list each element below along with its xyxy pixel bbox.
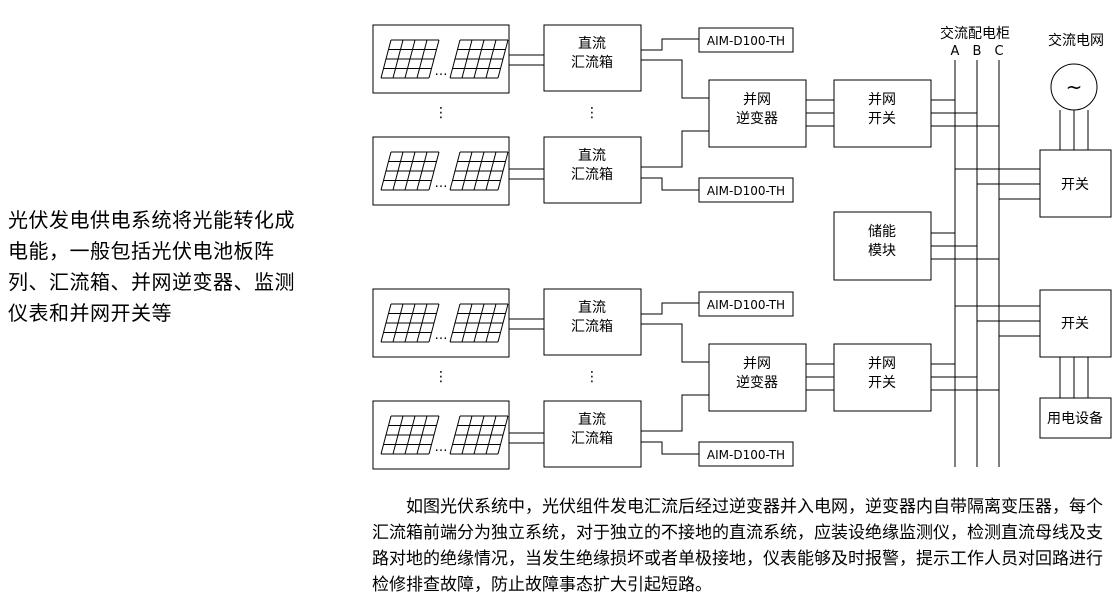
- grid-switch-label-line2: 开关: [868, 375, 896, 391]
- insulation-monitor-box: [698, 27, 794, 53]
- solar-panel-gridline: [428, 415, 440, 455]
- solar-panel-gridline: [428, 39, 440, 79]
- load-device-label: 用电设备: [1047, 410, 1103, 427]
- phase-label-c: C: [994, 44, 1003, 59]
- solar-panel-gridline: [416, 151, 428, 191]
- wire: [641, 38, 699, 51]
- solar-panel-gridline: [428, 151, 440, 191]
- insulation-monitor-label: AIM-D100-TH: [707, 34, 785, 48]
- caption: 如图光伏系统中，光伏组件发电汇流后经过逆变器并入电网，逆变器内自带隔离变压器，每…: [372, 494, 1114, 598]
- solar-panel-gridline: [473, 415, 485, 455]
- caption-text: 如图光伏系统中，光伏组件发电汇流后经过逆变器并入电网，逆变器内自带隔离变压器，每…: [372, 497, 1103, 595]
- grid-inverter-label-line1: 并网: [743, 356, 771, 372]
- grid-switch-label-line2: 开关: [868, 111, 896, 127]
- solar-panel-gridline: [497, 151, 509, 191]
- dc-combiner-box: [543, 24, 642, 92]
- ac-grid-symbol: ~: [1066, 75, 1083, 99]
- vertical-ellipsis: ⋮: [434, 369, 448, 385]
- vertical-ellipsis: ⋮: [585, 105, 599, 121]
- solar-panel-gridline: [485, 39, 497, 79]
- switch-label-bottom: 开关: [1061, 316, 1089, 332]
- solar-panel-gridline: [473, 151, 485, 191]
- wire: [641, 323, 709, 363]
- solar-panel-gridline: [485, 303, 497, 343]
- solar-panel-gridline: [485, 151, 497, 191]
- wire: [641, 130, 709, 168]
- vertical-ellipsis: ⋮: [434, 105, 448, 121]
- wire: [641, 441, 699, 455]
- switch-box-top: [1039, 149, 1112, 218]
- grid-switch-label-line1: 并网: [868, 356, 896, 372]
- solar-panel-gridline: [497, 415, 509, 455]
- wire: [641, 394, 709, 432]
- grid-switch-box: [833, 79, 932, 148]
- insulation-monitor-box: [698, 177, 794, 203]
- solar-panel-gridline: [497, 39, 509, 79]
- solar-panel-gridline: [416, 39, 428, 79]
- load-device-box: [1039, 397, 1112, 439]
- insulation-monitor-label: AIM-D100-TH: [707, 298, 785, 312]
- storage-module-box: [833, 211, 932, 281]
- solar-panel-gridline: [416, 303, 428, 343]
- switch-box-bottom: [1039, 289, 1112, 358]
- grid-inverter-label-line2: 逆变器: [736, 375, 778, 391]
- dc-combiner-label-line2: 汇流箱: [571, 167, 613, 183]
- storage-module-label-line1: 储能: [868, 224, 896, 240]
- solar-panel-gridline: [497, 303, 509, 343]
- solar-panel-gridline: [404, 151, 416, 191]
- insulation-monitor-label: AIM-D100-TH: [707, 448, 785, 462]
- pv-array-ellipsis: …: [435, 176, 448, 191]
- ac-grid-label: 交流电网: [1048, 32, 1104, 49]
- dc-combiner-label-line2: 汇流箱: [571, 319, 613, 335]
- vertical-ellipsis: ⋮: [585, 369, 599, 385]
- pv-system-diagram: ……直流汇流箱直流汇流箱⋮⋮AIM-D100-THAIM-D100-TH并网逆变…: [372, 24, 1112, 470]
- grid-inverter-box: [708, 343, 807, 412]
- pv-array-ellipsis: …: [435, 440, 448, 455]
- solar-panel-gridline: [404, 303, 416, 343]
- solar-panel-gridline: [473, 303, 485, 343]
- dc-combiner-box: [543, 136, 642, 204]
- solar-panel-gridline: [416, 415, 428, 455]
- solar-panel-gridline: [404, 415, 416, 455]
- wire: [641, 177, 699, 191]
- phase-label-b: B: [973, 44, 982, 59]
- dc-combiner-label-line2: 汇流箱: [571, 55, 613, 71]
- solar-panel-gridline: [485, 415, 497, 455]
- storage-module-label-line2: 模块: [868, 243, 896, 259]
- insulation-monitor-label: AIM-D100-TH: [707, 184, 785, 198]
- dc-combiner-label-line1: 直流: [578, 35, 606, 52]
- grid-switch-label-line1: 并网: [868, 92, 896, 108]
- intro-text: 光伏发电供电系统将光能转化成电能，一般包括光伏电池板阵列、汇流箱、并网逆变器、监…: [8, 208, 295, 325]
- dc-combiner-label-line1: 直流: [578, 147, 606, 164]
- dc-combiner-box: [543, 288, 642, 356]
- pv-array-ellipsis: …: [435, 328, 448, 343]
- grid-inverter-label-line1: 并网: [743, 92, 771, 108]
- wire: [641, 302, 699, 315]
- insulation-monitor-box: [698, 291, 794, 317]
- solar-panel-gridline: [404, 39, 416, 79]
- grid-inverter-label-line2: 逆变器: [736, 111, 778, 127]
- phase-label-a: A: [951, 44, 960, 59]
- wire: [641, 59, 709, 99]
- solar-panel-gridline: [473, 39, 485, 79]
- switch-label-top: 开关: [1061, 177, 1089, 193]
- ac-cabinet-label: 交流配电柜: [940, 25, 1010, 42]
- dc-combiner-label-line1: 直流: [578, 299, 606, 316]
- solar-panel-gridline: [428, 303, 440, 343]
- dc-combiner-box: [543, 400, 642, 468]
- grid-inverter-box: [708, 79, 807, 148]
- dc-combiner-label-line1: 直流: [578, 411, 606, 428]
- pv-array-ellipsis: …: [435, 64, 448, 79]
- dc-combiner-label-line2: 汇流箱: [571, 431, 613, 447]
